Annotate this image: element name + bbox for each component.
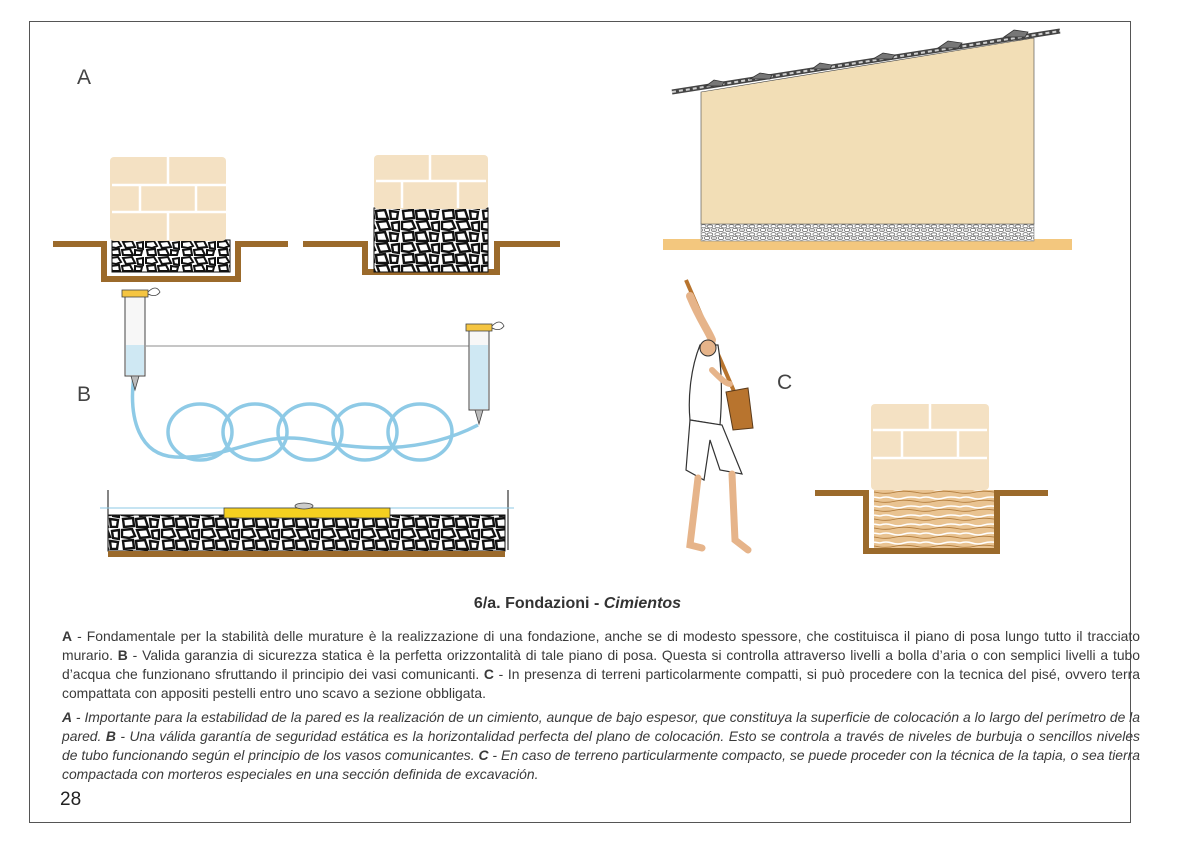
key-c: C xyxy=(483,666,494,682)
key-a: A xyxy=(62,628,73,644)
italian-paragraph: A - Fondamentale per la stabilità delle … xyxy=(62,627,1140,703)
key-b: B xyxy=(105,728,116,744)
foundation-section-right xyxy=(303,155,560,275)
page-number: 28 xyxy=(60,789,82,810)
caption-separator: - xyxy=(589,595,604,612)
caption-number: 6/a. xyxy=(473,595,501,612)
label-b: B xyxy=(77,383,92,406)
text-c: - En caso de terreno particularmente com… xyxy=(62,747,1140,782)
rammed-earth-section xyxy=(815,404,1048,554)
spirit-level-foundation xyxy=(100,490,514,557)
key-a: A xyxy=(62,709,73,725)
foundation-section-left xyxy=(53,157,288,282)
caption-main: Fondazioni xyxy=(505,595,590,612)
worker-with-rammer xyxy=(684,279,754,554)
wall-elevation xyxy=(663,28,1072,250)
text-b: - Valida garanzia di sicurezza statica è… xyxy=(62,647,1140,682)
spanish-paragraph: A - Importante para la estabilidad de la… xyxy=(62,708,1140,784)
water-tube-level xyxy=(121,287,505,462)
key-b: B xyxy=(117,647,128,663)
text-a: - Importante para la estabilidad de la p… xyxy=(62,709,1140,744)
key-c: C xyxy=(478,747,489,763)
label-a: A xyxy=(77,66,92,89)
caption-title: 6/a. Fondazioni - Cimientos xyxy=(0,595,1155,613)
text-b: - Una válida garantía de seguridad estát… xyxy=(62,728,1140,763)
text-c: - In presenza di terreni particolarmente… xyxy=(62,666,1140,701)
page-frame xyxy=(29,21,1131,823)
label-c: C xyxy=(777,371,793,394)
text-a: - Fondamentale per la stabilità delle mu… xyxy=(62,628,1140,663)
caption-subtitle: Cimientos xyxy=(603,595,682,612)
